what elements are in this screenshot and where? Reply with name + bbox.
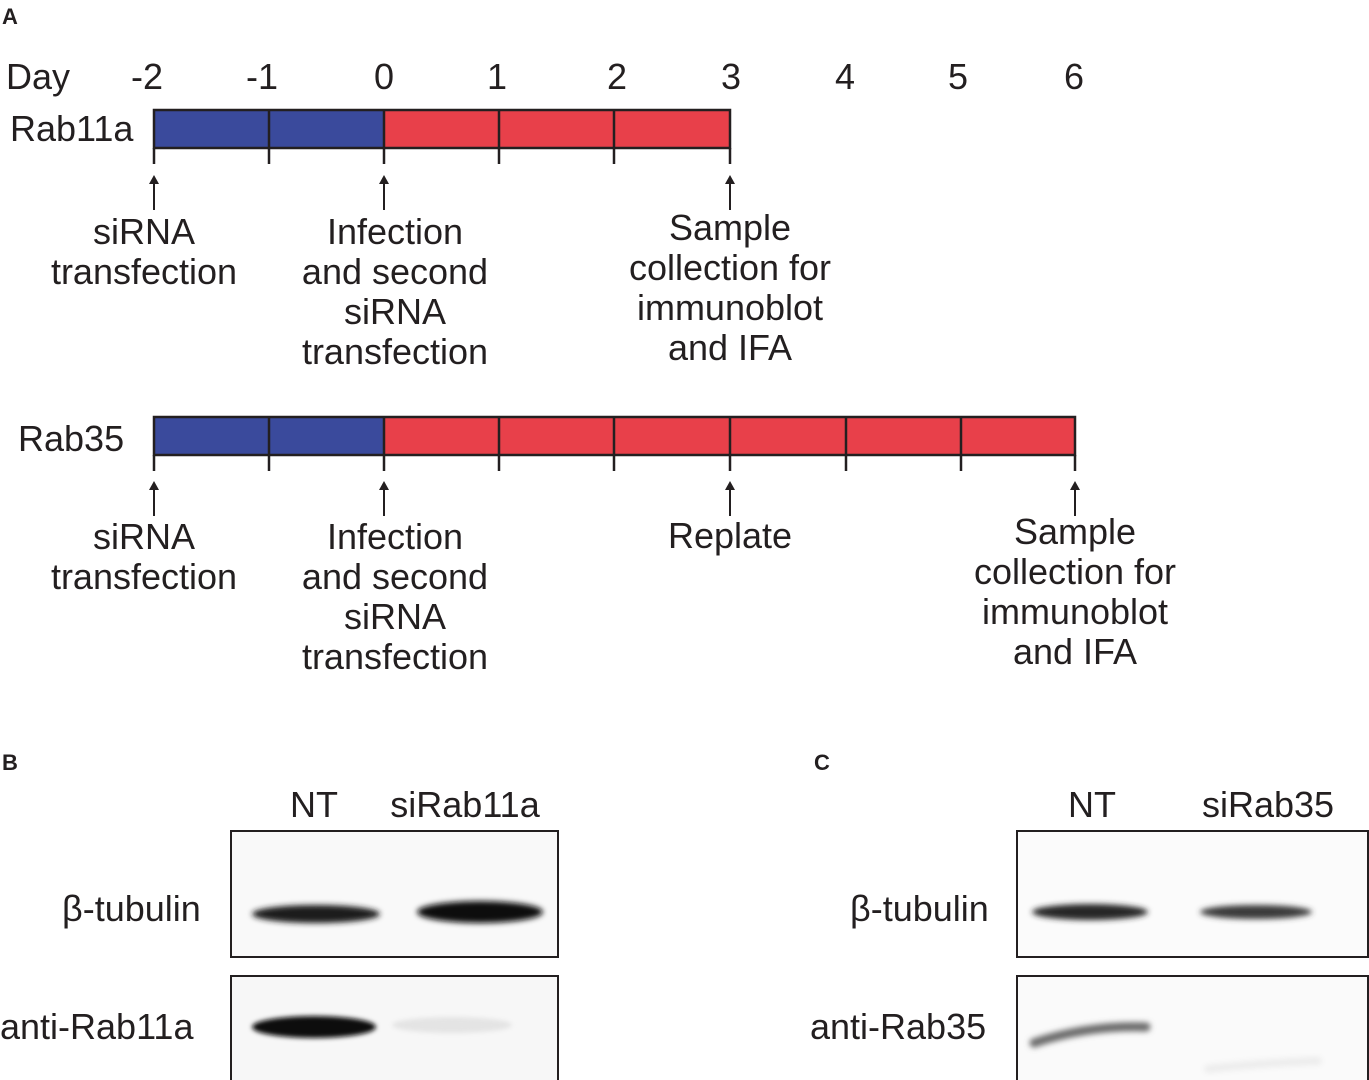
day-tick-label: 3 — [720, 56, 742, 97]
blot-c-lane-label-nt: NT — [1068, 784, 1116, 825]
note-line: immunoblot — [981, 591, 1169, 632]
note-line: and IFA — [1012, 631, 1138, 672]
day-tick-label: 6 — [1063, 56, 1085, 97]
note-line: transfection — [301, 331, 489, 372]
note-line: and second — [301, 251, 489, 292]
note-line: Sample — [1013, 511, 1137, 552]
up-arrow-icon — [149, 175, 159, 184]
note-line: transfection — [50, 251, 238, 292]
note-line: collection for — [973, 551, 1177, 592]
day-axis-label: Day — [6, 56, 71, 97]
band-sirab35-tubulin — [1200, 905, 1312, 919]
note-line: and IFA — [667, 327, 793, 368]
rab35-note-sirna-transfection: siRNA transfection — [44, 517, 244, 597]
note-line: Infection — [326, 516, 464, 557]
up-arrow-icon — [1070, 481, 1080, 490]
rab35-note-infection: Infection and second siRNA transfection — [290, 517, 500, 677]
note-line: collection for — [628, 247, 832, 288]
band-nt-rab11a — [252, 1016, 376, 1038]
blot-b-lane-label-nt: NT — [290, 784, 338, 825]
up-arrow-icon — [379, 481, 389, 490]
rab11a-bar-outline — [152, 108, 732, 150]
blot-b-lane-label-sirab11a: siRab11a — [390, 784, 540, 825]
rab11a-note-sample-collection: Sample collection for immunoblot and IFA — [615, 208, 845, 368]
blot-c-tubulin-membrane — [1016, 830, 1369, 958]
blot-b-rab11a-membrane — [230, 975, 559, 1080]
blot-c-tubulin-bands — [1032, 904, 1312, 920]
up-arrow-icon — [379, 175, 389, 184]
note-line: immunoblot — [636, 287, 824, 328]
band-sirab35-rab35-faint — [1204, 1057, 1322, 1073]
band-nt-rab35 — [1029, 1022, 1151, 1048]
blot-c-rab35-bands — [1029, 1022, 1322, 1073]
rab11a-note-sirna-transfection: siRNA transfection — [44, 212, 244, 292]
panel-c-letter: C — [814, 750, 830, 775]
day-tick-label: 1 — [486, 56, 508, 97]
note-line: transfection — [50, 556, 238, 597]
up-arrow-icon — [149, 481, 159, 490]
day-tick-label: 4 — [834, 56, 856, 97]
rab11a-row-label: Rab11a — [10, 108, 134, 149]
note-line: Infection — [326, 211, 464, 252]
day-tick-label: -1 — [245, 56, 278, 97]
rab35-row-label: Rab35 — [18, 418, 125, 459]
blot-b-rab11a-bands — [252, 1016, 512, 1038]
blot-b-row-label-rab11a: anti-Rab11a — [0, 1006, 194, 1047]
day-tick-label: 5 — [947, 56, 969, 97]
blot-b-tubulin-membrane — [230, 830, 559, 958]
note-line: Replate — [667, 515, 793, 556]
blot-b-row-label-tubulin: β-tubulin — [62, 888, 201, 929]
blot-c-row-label-tubulin: β-tubulin — [850, 888, 989, 929]
day-tick-label: -2 — [130, 56, 163, 97]
band-nt-tubulin — [1032, 904, 1148, 920]
note-line: transfection — [301, 636, 489, 677]
rab11a-note-infection: Infection and second siRNA transfection — [290, 212, 500, 372]
rab35-note-replate: Replate — [630, 516, 830, 556]
blot-c-row-label-rab35: anti-Rab35 — [810, 1006, 987, 1047]
rab35-timeline-bar — [149, 415, 1080, 516]
panel-a-letter: A — [2, 4, 18, 29]
blot-c-rab35-membrane — [1016, 975, 1369, 1080]
rab35-note-sample-collection: Sample collection for immunoblot and IFA — [960, 512, 1190, 672]
rab11a-infection-phase — [384, 110, 730, 148]
note-line: siRNA — [343, 291, 446, 332]
note-line: siRNA — [92, 211, 195, 252]
blot-b-tubulin-bands — [252, 901, 543, 923]
band-sirab11a-rab11a-faint — [392, 1017, 512, 1033]
timeline-graphics — [149, 108, 1080, 516]
band-nt-tubulin — [252, 905, 380, 923]
note-line: and second — [301, 556, 489, 597]
panel-b-letter: B — [2, 750, 18, 775]
up-arrow-icon — [725, 175, 735, 184]
up-arrow-icon — [725, 481, 735, 490]
rab11a-timeline-bar — [149, 108, 735, 210]
note-line: Sample — [668, 207, 792, 248]
blot-c-lane-label-sirab35: siRab35 — [1201, 784, 1335, 825]
note-line: siRNA — [343, 596, 446, 637]
day-tick-label: 2 — [606, 56, 628, 97]
note-line: siRNA — [92, 516, 195, 557]
band-sirab11a-tubulin — [417, 901, 543, 923]
day-tick-label: 0 — [373, 56, 395, 97]
